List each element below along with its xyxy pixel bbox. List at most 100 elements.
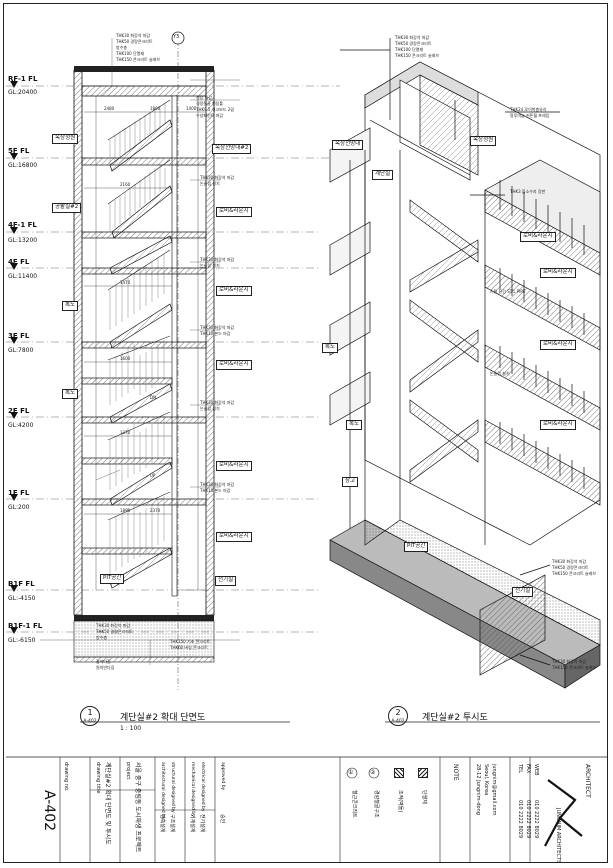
stair-up-label: UP — [150, 473, 156, 478]
axon-room-tag: 옥상전망대 — [332, 140, 364, 150]
axon-room-tag: 복도 — [346, 420, 363, 430]
section-note: THK50 경량콘크리트 — [116, 39, 153, 44]
tb-row-label: approved by — [220, 762, 225, 791]
level-name-b1f1: B1F-1 FL — [8, 622, 43, 630]
level-gl-5f: GL:16800 — [8, 162, 38, 169]
level-gl-4f: GL:11400 — [8, 273, 38, 280]
axon-note: THK30 화강석 마감 — [552, 659, 587, 664]
legend-text: 단열재 — [421, 790, 427, 804]
contact-label: TEL — [517, 764, 523, 773]
project-label: project — [125, 762, 131, 780]
office-label: ARCHITECT — [584, 764, 591, 798]
tb-row-label: electrical designed by — [200, 762, 205, 812]
axon-room-tag: PIT공간 — [404, 542, 429, 552]
section-note: THK50 경량콘크리트 — [96, 629, 133, 634]
axon-note: 스틸 난간 ST'L PIPE — [490, 289, 526, 294]
section-note: 논슬립 설치 — [200, 263, 220, 268]
axon-note: THK3 불소수지 강판 — [510, 189, 546, 194]
dim-text: 1470 — [120, 280, 131, 285]
room-tag-lounge-4f: 로비&라운지 — [216, 286, 252, 296]
axon-room-tag: 복도 — [322, 343, 339, 353]
room-tag-pit: PIT공간 — [100, 574, 125, 584]
level-gl-3f: GL:7800 — [8, 347, 34, 354]
section-note: THK10 본드 마감 — [200, 488, 231, 493]
axon-note: THK24 로이복층유리 — [510, 107, 547, 112]
architect-logo — [544, 779, 583, 847]
tb-row-value: 구조설계 — [169, 814, 175, 833]
contact-value: 010 2222 8029 — [533, 800, 539, 839]
room-tag-lounge-5f: 로비&라운지 — [216, 207, 252, 217]
contact-value: 010 2222 8029 — [517, 800, 523, 839]
section-note: THK150 기초 콘크리트 — [170, 639, 211, 644]
dim-text: 2480 — [104, 106, 115, 111]
dim-text: 1370 — [120, 430, 131, 435]
level-gl-rf: GL:20400 — [8, 89, 38, 96]
section-note: THK30 화강석 마감 — [200, 325, 235, 330]
dim-text: 1600 — [120, 356, 131, 361]
drawing-number-bubble: 2 A-402 — [388, 706, 408, 726]
level-name-2f: 2F FL — [8, 407, 30, 415]
note-label: NOTE — [452, 764, 459, 781]
address-line: jungnim@gmail.com — [491, 764, 497, 816]
contact-value: 010 2222 8029 — [525, 800, 531, 839]
level-gl-4f1: GL:13200 — [8, 237, 38, 244]
level-name-1f: 1F FL — [8, 489, 30, 497]
section-note: THK30 화강석 마감 — [200, 175, 235, 180]
room-tag-machine: 공활실#2 — [52, 203, 82, 213]
project-value: 서울 중구 중림동 도시재생 프로젝트 — [134, 762, 141, 853]
axon-note: THK50 경량콘크리트 — [395, 41, 432, 46]
office-name: JUNGNIM ARCHITECTS — [555, 808, 561, 864]
room-tag-lounge-2f: 로비&라운지 — [216, 461, 252, 471]
room-tag-lounge-3f: 로비&라운지 — [216, 360, 252, 370]
level-name-4f1: 4F-1 FL — [8, 221, 37, 229]
room-tag-corridor-2f: 복도 — [62, 389, 79, 399]
drawing-number: 1 — [87, 708, 93, 717]
level-name-5f: 5F FL — [8, 147, 30, 155]
section-note: 수성페인트 마감 — [196, 113, 224, 118]
axon-note: 알루미늄 커튼월 프레임 — [510, 113, 550, 118]
dim-text: 2160 — [120, 182, 131, 187]
tb-row-value: 기계설계 — [189, 814, 195, 833]
section-note: 논슬립 설치 — [200, 181, 220, 186]
drawing-title: 계단실#2 확대 단면도 — [120, 713, 206, 723]
section-note: 잡석다짐 — [96, 659, 111, 664]
drawing-sheet-ref: A-402 — [391, 719, 405, 724]
level-gl-b1f: GL:-4150 — [8, 595, 36, 602]
address-line: Seoul, Korea — [483, 764, 489, 796]
drawing-number-bubble: 1 A-402 — [80, 706, 100, 726]
axon-room-tag: 로비&라운지 — [520, 232, 556, 242]
level-gl-1f: GL:200 — [8, 504, 30, 511]
dim-text: 1890 — [120, 508, 131, 513]
stair-down-label: DN — [150, 395, 157, 400]
axon-room-tag: 계단실 — [372, 170, 394, 180]
grid-bubble-label: Y3 — [173, 34, 180, 40]
axon-note: THK30 화강석 마감 — [552, 559, 587, 564]
tb-row-value: 승인 — [219, 814, 225, 824]
section-note: THK60 버림 콘크리트 — [170, 645, 208, 650]
room-tag-rooftop-deck: 옥상전망대#2 — [212, 144, 252, 154]
axon-note: 논슬립 설치 — [490, 371, 510, 376]
axon-note: THK150 콘크리트 슬래브 — [395, 53, 440, 58]
contact-label: FAX — [525, 764, 531, 774]
section-note: 경량철골 천장틀 — [196, 101, 224, 106]
room-tag-lounge-1f: 로비&라운지 — [216, 532, 252, 542]
drawing-title-label: drawing title — [95, 762, 101, 794]
drawing-scale: 1 : 100 — [120, 725, 142, 732]
room-tag-rooftop: 옥상정원 — [52, 134, 79, 144]
tb-row-value: 건축설계 — [159, 814, 165, 833]
section-note: THK30 화강석 마감 — [96, 623, 131, 628]
axon-room-tag: 로비&라운지 — [540, 340, 576, 350]
section-note: THK150 콘크리트 슬래브 — [116, 57, 161, 62]
tb-row-label: structural designed by — [170, 762, 175, 813]
tb-row-label: architectural designed by — [160, 762, 165, 820]
sheet-border — [3, 3, 608, 863]
room-tag-corridor-3f: 복도 — [62, 301, 79, 311]
axon-note: THK30 화강석 마감 — [395, 35, 430, 40]
section-note: THK9.5 석고보드 2겹 — [196, 107, 234, 112]
contact-label: WEB — [533, 764, 539, 776]
address-line: 28-12 Jungnim-dong — [475, 764, 481, 815]
dim-text: 2370 — [150, 508, 161, 513]
axon-room-tag: 로비&라운지 — [540, 268, 576, 278]
